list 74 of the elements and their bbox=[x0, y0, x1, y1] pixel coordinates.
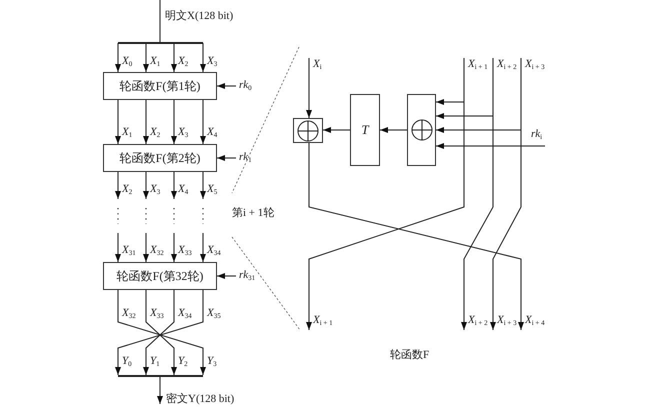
edge-label: X$_{1}$ bbox=[122, 126, 132, 141]
transform-box: T bbox=[350, 94, 380, 166]
edge-label: X$_{31}$ bbox=[122, 244, 136, 259]
edge-label: X$_{3}$ bbox=[207, 55, 218, 70]
edge-label: rk$_{31}$ bbox=[239, 269, 256, 284]
arrow bbox=[171, 172, 177, 200]
arrow bbox=[143, 232, 149, 262]
edge-label: X$_{4}$ bbox=[207, 126, 218, 141]
arrow bbox=[157, 376, 163, 404]
arrow bbox=[306, 58, 312, 118]
arrow bbox=[200, 172, 206, 200]
edge-label: X$_{34}$ bbox=[178, 307, 192, 322]
arrow bbox=[115, 42, 121, 72]
output-word-label: Y$_{2}$ bbox=[178, 355, 188, 370]
variable-label: X$_{i}$ bbox=[309, 58, 335, 76]
output-word-label: Y$_{3}$ bbox=[207, 355, 217, 370]
arrow bbox=[322, 127, 350, 133]
edge-label: X$_{2}$ bbox=[150, 126, 160, 141]
arrow bbox=[308, 142, 524, 330]
round-function-box: 轮函数F(第1轮) bbox=[103, 72, 217, 100]
edge-label: X$_{32}$ bbox=[150, 244, 164, 259]
edge-label: X$_{5}$ bbox=[207, 183, 218, 198]
arrow bbox=[216, 155, 236, 161]
edge-label: 明文X(128 bit) bbox=[165, 10, 234, 23]
variable-label: X$_{i + 1}$ bbox=[309, 314, 343, 332]
caption-label: 轮函数F bbox=[390, 349, 430, 362]
edge-label: X$_{35}$ bbox=[207, 307, 221, 322]
arrow bbox=[143, 172, 149, 200]
arrow bbox=[200, 100, 206, 144]
arrow bbox=[216, 83, 236, 89]
variable-label: X$_{i + 2}$ bbox=[493, 58, 521, 76]
edge-label: X$_{32}$ bbox=[122, 307, 136, 322]
arrow bbox=[436, 143, 546, 149]
edge-label: rk$_{0}$ bbox=[239, 79, 252, 94]
edge-label: X$_{2}$ bbox=[122, 183, 132, 198]
arrow bbox=[171, 232, 177, 262]
edge-label: X$_{3}$ bbox=[178, 126, 188, 141]
variable-label: X$_{i + 2}$ bbox=[464, 314, 492, 332]
variable-label: X$_{i + 3}$ bbox=[493, 314, 521, 332]
variable-label: X$_{i + 3}$ bbox=[521, 58, 551, 76]
output-word-label: Y$_{0}$ bbox=[122, 355, 132, 370]
arrow bbox=[143, 43, 149, 72]
xor-box bbox=[407, 94, 436, 166]
edge-label: X$_{2}$ bbox=[178, 55, 188, 70]
arrow bbox=[143, 100, 149, 144]
arrow bbox=[461, 58, 494, 330]
arrow bbox=[200, 232, 206, 262]
edge-label: rk$_{1}$ bbox=[239, 151, 252, 166]
edge-label: X$_{4}$ bbox=[178, 183, 188, 198]
variable-label: rk$_{i}$ bbox=[527, 128, 551, 146]
arrow bbox=[115, 232, 121, 262]
edge-label: 密文Y(128 bit) bbox=[166, 393, 234, 406]
variable-label: X$_{i + 1}$ bbox=[464, 58, 492, 76]
arrow bbox=[171, 43, 177, 72]
arrow bbox=[200, 42, 206, 72]
edge-label: X$_{3}$ bbox=[150, 183, 160, 198]
arrow bbox=[490, 58, 522, 330]
arrow bbox=[216, 273, 236, 279]
edge-label: X$_{33}$ bbox=[150, 307, 164, 322]
arrow bbox=[115, 100, 121, 144]
round-function-box: 轮函数F(第32轮) bbox=[103, 262, 217, 290]
xor-box bbox=[293, 118, 323, 143]
arrow bbox=[171, 100, 177, 144]
edge-label: X$_{1}$ bbox=[150, 55, 160, 70]
arrow bbox=[306, 58, 464, 330]
output-word-label: Y$_{1}$ bbox=[150, 355, 160, 370]
round-label: 第i + 1轮 bbox=[232, 207, 274, 220]
round-function-box: 轮函数F(第2轮) bbox=[103, 144, 217, 172]
edge-label: X$_{33}$ bbox=[178, 244, 192, 259]
edge-label: X$_{34}$ bbox=[207, 244, 221, 259]
arrow bbox=[380, 127, 408, 133]
variable-label: X$_{i + 4}$ bbox=[521, 314, 555, 332]
edge-label: X$_{0}$ bbox=[122, 55, 132, 70]
arrow bbox=[115, 172, 121, 200]
